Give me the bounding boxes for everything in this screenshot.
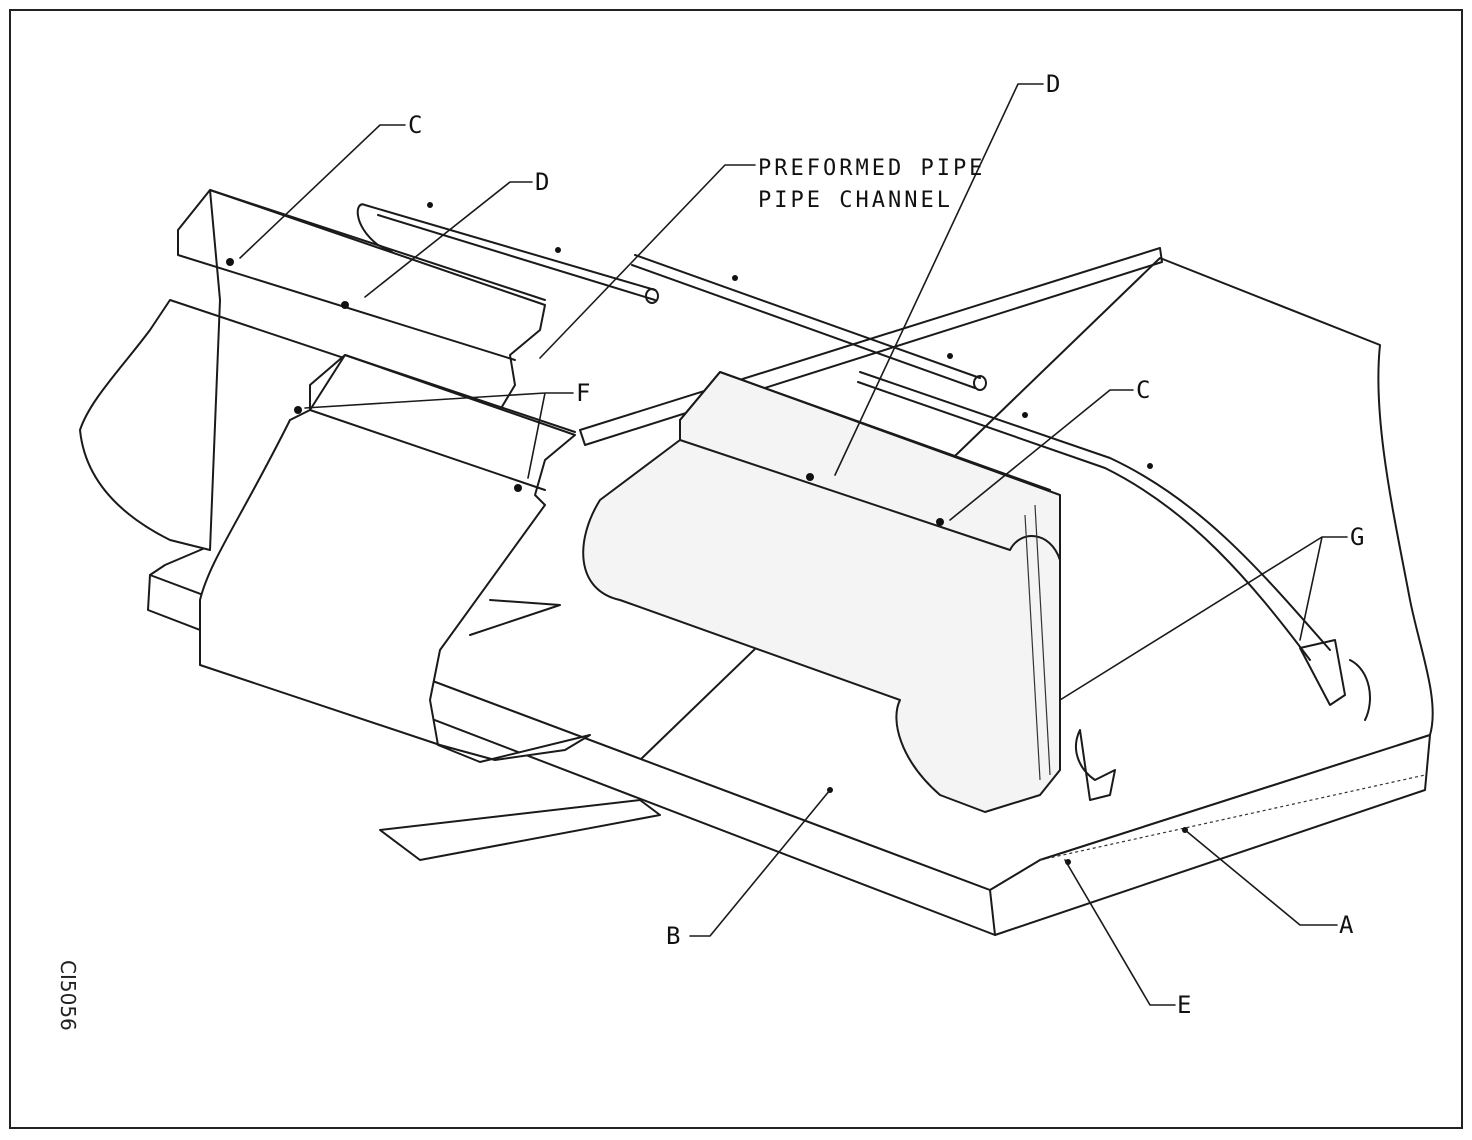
callout-d-left: D	[535, 168, 549, 196]
clamp-parts	[1075, 659, 1371, 801]
callout-c-right: C	[1136, 376, 1150, 404]
leader-lines	[239, 83, 1348, 1006]
deflector-right	[582, 371, 1061, 813]
deflector-left	[79, 189, 546, 551]
right-top-flange	[679, 371, 1061, 561]
lower-strip	[379, 799, 661, 861]
callout-preformed-pipe: PREFORMED PIPE	[758, 156, 985, 181]
callout-g: G	[1350, 523, 1364, 551]
figure-id: CI5056	[56, 960, 80, 1031]
deflector-middle	[199, 354, 591, 763]
callout-f: F	[576, 379, 590, 407]
support-rod	[579, 247, 1163, 446]
fasteners	[226, 202, 1188, 865]
pipe-fitting	[1299, 639, 1346, 706]
callout-c-left: C	[408, 111, 422, 139]
callout-pipe-channel: PIPE CHANNEL	[758, 188, 953, 213]
callout-d-right: D	[1046, 70, 1060, 98]
callout-a: A	[1339, 911, 1354, 939]
callout-b: B	[666, 922, 680, 950]
callout-e: E	[1177, 991, 1191, 1019]
preformed-pipe-upper	[356, 203, 656, 301]
pipe-channel	[631, 254, 1331, 661]
tray-edges	[149, 547, 996, 936]
middle-tab	[469, 599, 561, 636]
pipe-end	[973, 375, 987, 391]
middle-top-flange	[309, 354, 576, 491]
left-top-flange	[177, 189, 546, 361]
frame-border	[9, 9, 1463, 1129]
right-side-lines	[1024, 504, 1051, 781]
pipe-end	[645, 288, 659, 304]
